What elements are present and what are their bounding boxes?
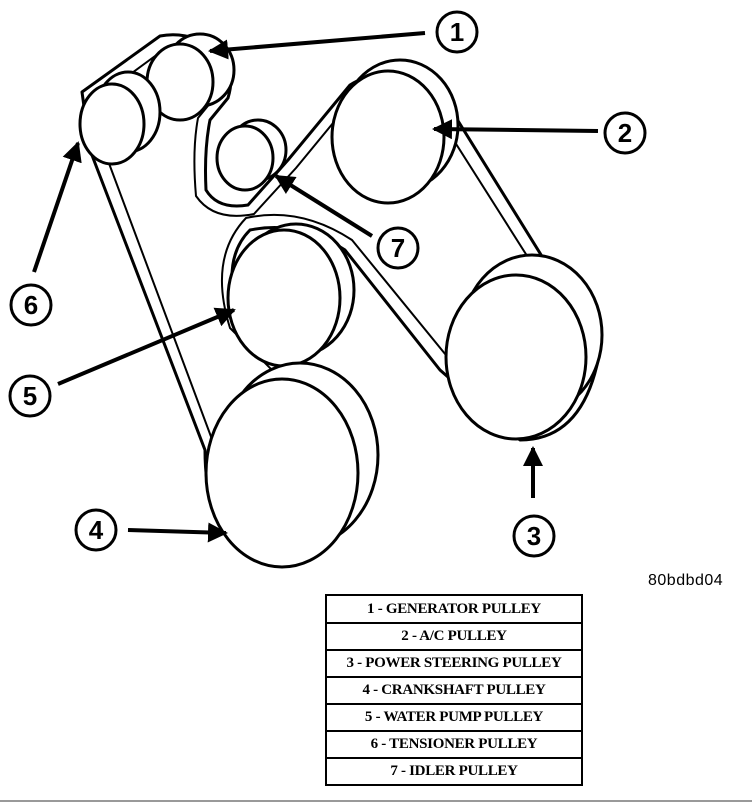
- legend-row: 3 - POWER STEERING PULLEY: [325, 648, 583, 678]
- callout-1-arrow: [208, 31, 426, 60]
- power-steering-pulley: [444, 273, 588, 441]
- callout-2-circle: [603, 111, 647, 155]
- callout-5-circle: [8, 374, 52, 418]
- legend-row: 2 - A/C PULLEY: [325, 621, 583, 651]
- legend-row: 7 - IDLER PULLEY: [325, 756, 583, 786]
- water-pump-pulley: [226, 228, 342, 368]
- bottom-divider: [0, 800, 752, 802]
- callout-1-label: 1: [450, 17, 464, 47]
- legend-item: 6 - TENSIONER PULLEY: [325, 730, 583, 758]
- legend-row: 1 - GENERATOR PULLEY: [325, 594, 583, 624]
- figure-id: 80bdbd04: [648, 572, 724, 589]
- callout-4-arrow: [127, 522, 228, 543]
- callout-4-circle: [74, 508, 118, 552]
- callout-3-circle: [512, 514, 556, 558]
- legend-row: 6 - TENSIONER PULLEY: [325, 729, 583, 759]
- callout-7-label: 7: [391, 233, 405, 263]
- callout-4-label: 4: [89, 515, 104, 545]
- callout-7-arrow: [274, 174, 374, 238]
- legend-row: 5 - WATER PUMP PULLEY: [325, 702, 583, 732]
- ac-pulley: [330, 69, 446, 205]
- legend-item: 5 - WATER PUMP PULLEY: [325, 703, 583, 731]
- tensioner-pulley: [78, 82, 146, 166]
- callout-3-label: 3: [527, 521, 541, 551]
- callout-2-label: 2: [618, 118, 632, 148]
- callout-6-arrow: [32, 141, 82, 273]
- legend-item: 3 - POWER STEERING PULLEY: [325, 649, 583, 677]
- callout-5-arrow: [57, 307, 236, 386]
- crankshaft-pulley: [204, 377, 360, 569]
- idler-pulley: [215, 124, 275, 192]
- callout-6-label: 6: [24, 290, 38, 320]
- legend-item: 2 - A/C PULLEY: [325, 622, 583, 650]
- legend-item: 1 - GENERATOR PULLEY: [325, 594, 583, 623]
- callout-5-label: 5: [23, 381, 37, 411]
- callout-7-circle: [376, 226, 420, 270]
- legend-item: 4 - CRANKSHAFT PULLEY: [325, 676, 583, 704]
- legend-item: 7 - IDLER PULLEY: [325, 757, 583, 786]
- callout-2-arrow: [432, 119, 599, 140]
- callout-6-circle: [9, 283, 53, 327]
- legend-row: 4 - CRANKSHAFT PULLEY: [325, 675, 583, 705]
- legend-table: 1 - GENERATOR PULLEY 2 - A/C PULLEY 3 - …: [325, 594, 583, 786]
- callout-1-circle: [435, 10, 479, 54]
- belt-routing-diagram: 1 2 3 4 5 6 7: [8, 10, 647, 569]
